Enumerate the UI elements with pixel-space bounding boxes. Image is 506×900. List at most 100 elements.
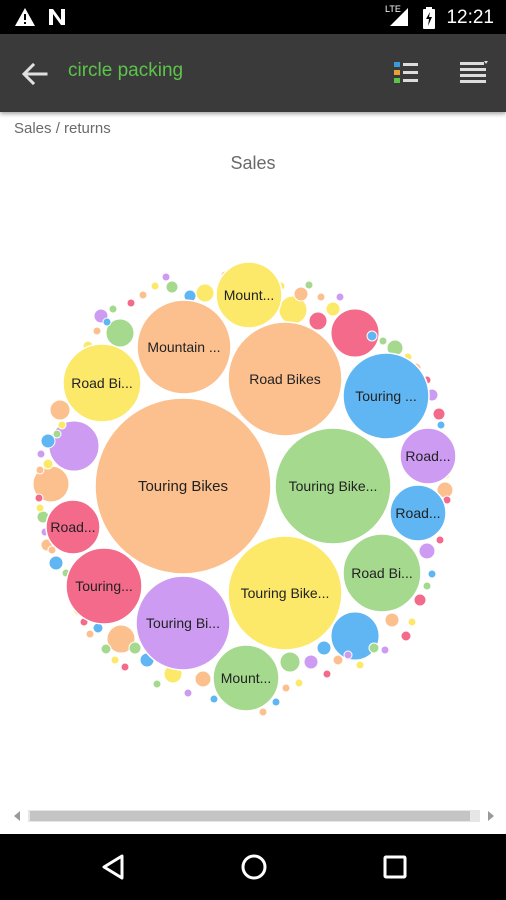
- circle-label: Touring Bike...: [289, 478, 378, 494]
- packed-circle[interactable]: [62, 343, 142, 423]
- packed-circle-small[interactable]: [413, 593, 427, 607]
- packed-circle-small[interactable]: [85, 629, 95, 639]
- packed-circle-small[interactable]: [378, 336, 388, 346]
- packed-circle[interactable]: [94, 397, 272, 575]
- packed-circle-small[interactable]: [49, 399, 71, 421]
- packed-circle-small[interactable]: [183, 688, 193, 698]
- square-recents-icon[interactable]: [380, 852, 410, 882]
- packed-circle-small[interactable]: [152, 679, 162, 689]
- packed-circle-small[interactable]: [330, 611, 380, 661]
- packed-circle-small[interactable]: [335, 292, 345, 302]
- packed-circle-small[interactable]: [209, 694, 219, 704]
- packed-circle[interactable]: [65, 547, 143, 625]
- packed-circle[interactable]: [274, 427, 392, 545]
- packed-circle[interactable]: [342, 533, 422, 613]
- packed-circle-small[interactable]: [418, 542, 436, 560]
- packed-circle-small[interactable]: [432, 407, 446, 421]
- packed-circle-small[interactable]: [161, 272, 171, 282]
- packed-circle-small[interactable]: [304, 280, 314, 290]
- packed-circle-small[interactable]: [384, 612, 400, 628]
- circle-label: Touring...: [75, 578, 133, 594]
- packed-circle[interactable]: [135, 575, 231, 671]
- packed-circle-small[interactable]: [281, 683, 291, 693]
- packed-circle-small[interactable]: [42, 458, 54, 470]
- packed-circle-small[interactable]: [435, 535, 445, 545]
- packed-circle[interactable]: [227, 321, 343, 437]
- packed-circle-small[interactable]: [120, 662, 130, 672]
- breadcrumb[interactable]: Sales / returns: [14, 120, 111, 137]
- packed-circle-small[interactable]: [316, 640, 332, 656]
- scrollbar-thumb[interactable]: [30, 811, 470, 821]
- packed-circle-small[interactable]: [427, 569, 437, 579]
- packed-circle[interactable]: [227, 535, 343, 651]
- packed-circle[interactable]: [399, 427, 457, 485]
- packed-circle-small[interactable]: [316, 292, 326, 302]
- packed-circle-small[interactable]: [332, 654, 344, 666]
- packed-circle-small[interactable]: [380, 645, 390, 655]
- packed-circle-small[interactable]: [400, 630, 412, 642]
- packed-circle-small[interactable]: [138, 290, 148, 300]
- packed-circle-small[interactable]: [35, 465, 45, 475]
- packed-circle[interactable]: [136, 299, 232, 395]
- app-title: circle packing: [68, 60, 184, 81]
- packed-circle-small[interactable]: [110, 655, 120, 665]
- packed-circle-small[interactable]: [343, 650, 353, 660]
- packed-circle-small[interactable]: [105, 318, 135, 348]
- network-label: LTE: [385, 4, 401, 14]
- packed-circle[interactable]: [342, 352, 430, 440]
- scroll-right-icon[interactable]: [486, 810, 496, 822]
- packed-circle-small[interactable]: [150, 281, 160, 291]
- legend-icon[interactable]: [393, 60, 419, 86]
- packed-circle-small[interactable]: [195, 283, 215, 303]
- packed-circle-small[interactable]: [36, 449, 46, 459]
- packed-circle-small[interactable]: [325, 301, 341, 317]
- packed-circle-small[interactable]: [102, 317, 112, 327]
- packed-circle-small[interactable]: [194, 670, 212, 688]
- packed-circle-small[interactable]: [355, 660, 365, 670]
- packed-circle-small[interactable]: [422, 581, 432, 591]
- packed-circle-small[interactable]: [330, 308, 380, 358]
- packed-circle-small[interactable]: [52, 429, 62, 439]
- horizontal-scrollbar[interactable]: [10, 806, 498, 826]
- packed-circle-small[interactable]: [100, 643, 112, 655]
- packed-circle[interactable]: [389, 484, 447, 542]
- packed-circle-small[interactable]: [128, 641, 142, 655]
- menu-icon[interactable]: [459, 60, 489, 88]
- circle-home-icon[interactable]: [239, 852, 269, 882]
- packed-circle-small[interactable]: [436, 420, 446, 430]
- packed-circle-small[interactable]: [308, 311, 328, 331]
- scroll-left-icon[interactable]: [12, 810, 22, 822]
- packed-circle-small[interactable]: [48, 420, 100, 472]
- packed-circle-small[interactable]: [258, 707, 268, 717]
- packed-circle-small[interactable]: [407, 617, 417, 627]
- packed-circle-small[interactable]: [303, 654, 319, 670]
- packed-circle-small[interactable]: [92, 326, 102, 336]
- packed-circle-small[interactable]: [35, 503, 45, 513]
- circle-label: Touring ...: [355, 388, 416, 404]
- packed-circle-small[interactable]: [271, 697, 281, 707]
- packed-circle-small[interactable]: [293, 286, 309, 302]
- packed-circle-small[interactable]: [108, 304, 118, 314]
- packed-circle-small[interactable]: [279, 651, 301, 673]
- arrow-left-icon[interactable]: [20, 60, 50, 88]
- packed-circle-small[interactable]: [47, 545, 57, 555]
- packed-circle[interactable]: [215, 261, 283, 329]
- packed-circle-small[interactable]: [48, 555, 64, 571]
- packed-circle-small[interactable]: [34, 493, 44, 503]
- packed-circle-small[interactable]: [322, 669, 332, 679]
- packed-circle-small[interactable]: [57, 420, 67, 430]
- packed-circle-small[interactable]: [126, 298, 136, 308]
- packed-circle-small[interactable]: [40, 433, 56, 449]
- packed-circle[interactable]: [212, 644, 280, 712]
- circle-label: Touring Bikes: [138, 478, 228, 495]
- triangle-back-icon[interactable]: [98, 852, 128, 882]
- packed-circle-small[interactable]: [368, 642, 380, 654]
- packed-circle[interactable]: [45, 499, 101, 555]
- packed-circle-small[interactable]: [106, 624, 136, 654]
- circle-label: Road Bikes: [249, 371, 321, 387]
- circle-label: Road...: [395, 505, 440, 521]
- packed-circle-small[interactable]: [294, 678, 304, 688]
- packed-circle-small[interactable]: [366, 330, 378, 342]
- packed-circle-small[interactable]: [165, 280, 179, 294]
